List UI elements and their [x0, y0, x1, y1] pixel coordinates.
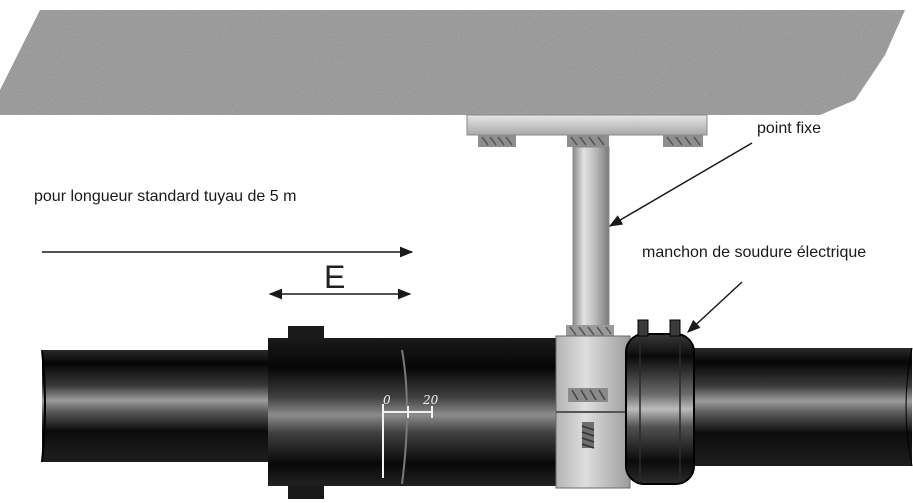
standard-length-label: pour longueur standard tuyau de 5 m	[34, 188, 297, 205]
mounting-plate	[466, 114, 708, 136]
sleeve-terminal-left	[637, 319, 649, 337]
scale-zero-label: 0	[383, 393, 391, 407]
fixed-point-arrow	[608, 142, 753, 227]
scale-twenty-label: 20	[423, 393, 439, 407]
electrofusion-sleeve	[625, 333, 695, 485]
insertion-scale	[382, 404, 433, 478]
plate-bolts	[478, 135, 703, 147]
expansion-label: E	[324, 259, 346, 295]
electrofusion-sleeve-label: manchon de soudure électrique	[642, 244, 867, 261]
sleeve-ring-bottom	[288, 485, 324, 499]
clamp-bolt-plate	[568, 388, 608, 402]
plate-bolt	[478, 135, 516, 147]
sleeve-ring-top	[288, 326, 324, 340]
support-post	[572, 146, 610, 328]
pipe-right	[690, 348, 912, 466]
fixed-point-label: point fixe	[757, 120, 822, 137]
sleeve-terminal-right	[669, 319, 681, 337]
sleeve-arrow	[687, 281, 743, 333]
ceiling-slab	[0, 10, 905, 115]
